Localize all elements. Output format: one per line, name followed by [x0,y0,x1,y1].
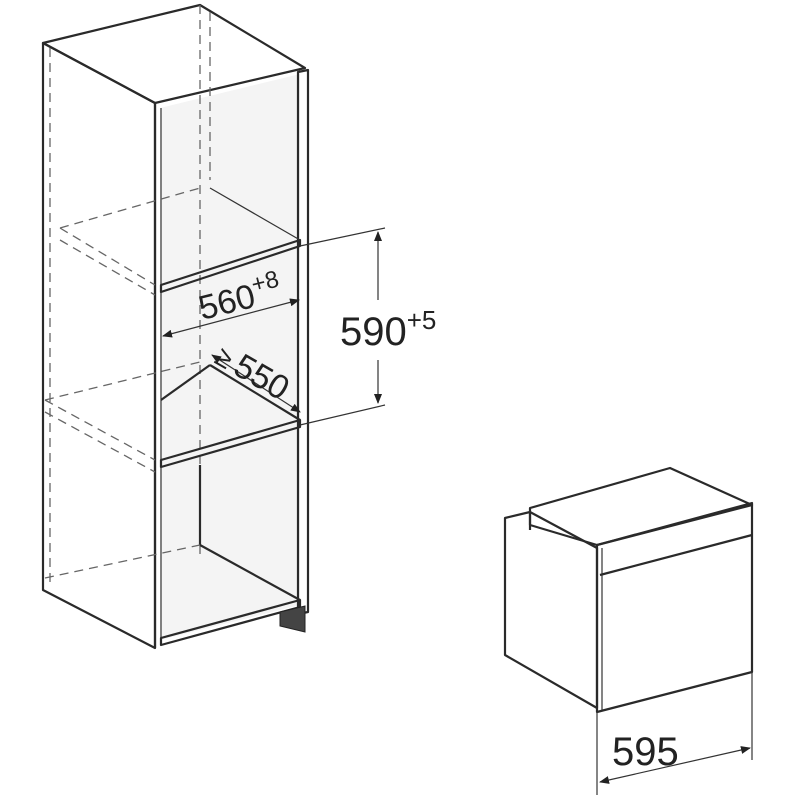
appliance-width-dimension: 595 [596,672,753,795]
oven-front-panel [595,501,754,714]
oven-appliance [503,466,754,714]
cabinet-left-panel [41,41,157,650]
appliance-width-label: 595 [612,730,679,774]
oven-control-strip [599,533,753,577]
cabinet-plinth [279,605,306,633]
niche-height-label: 590+5 [340,305,436,354]
oven-housing-side [503,510,599,710]
cabinet-right-panel [296,68,310,616]
tall-cabinet [41,3,310,650]
cabinet-top [41,3,307,105]
shelf-middle [159,418,302,469]
